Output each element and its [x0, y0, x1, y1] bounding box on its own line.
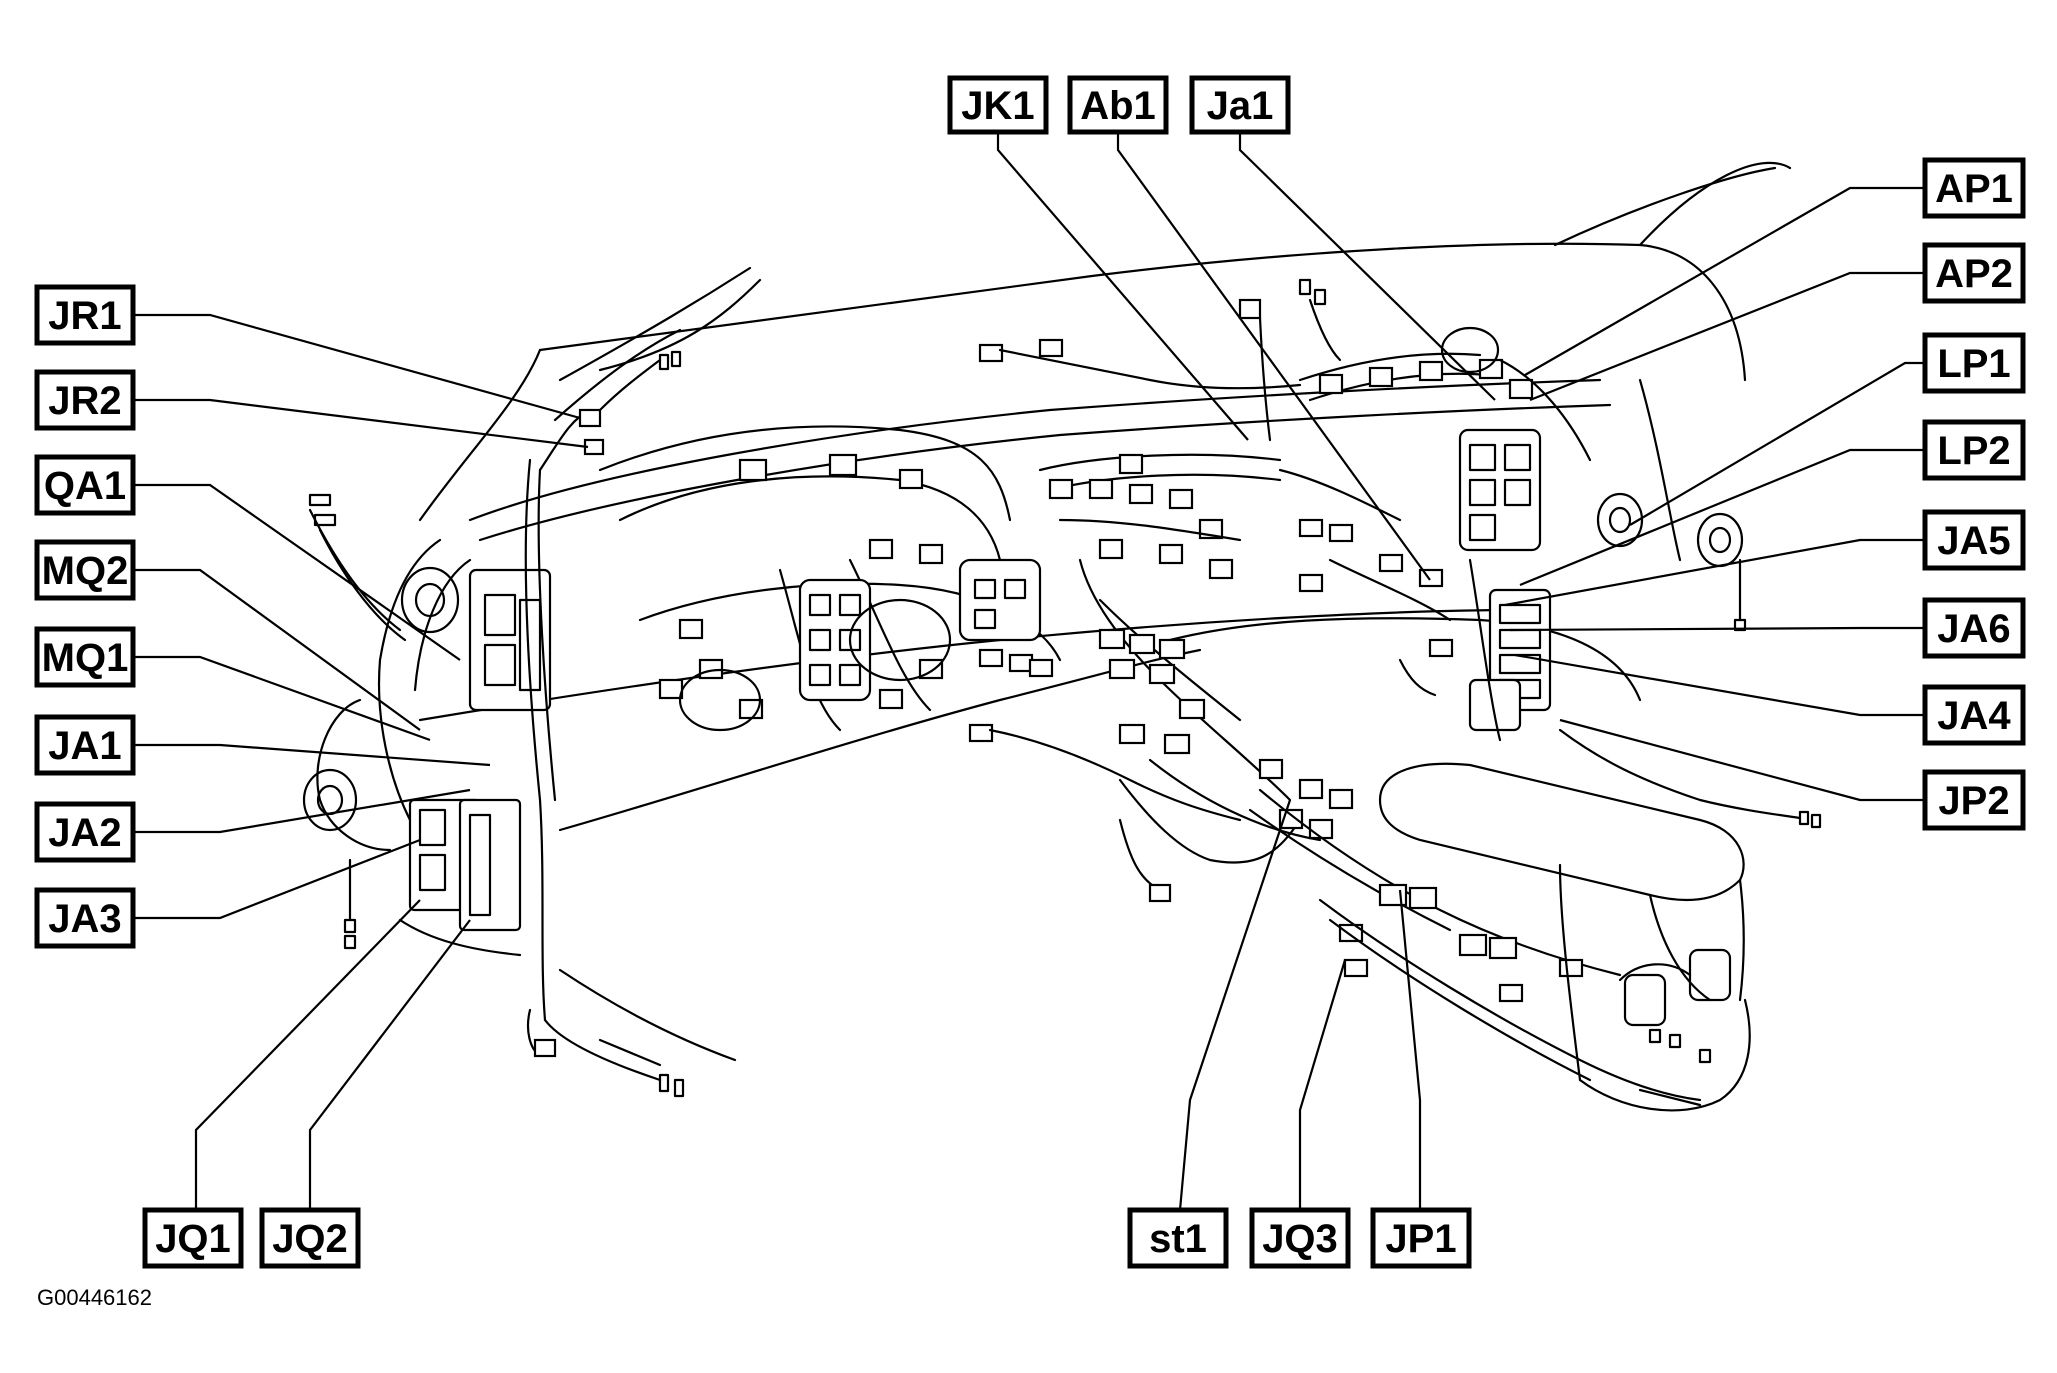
- leader-mq1: [133, 655, 431, 742]
- leader-ja3: [133, 838, 421, 920]
- callout-lp1-label: LP1: [1937, 342, 2010, 386]
- callout-mq2: MQ2: [34, 539, 136, 601]
- callout-ja4-label: JA4: [1937, 694, 2011, 738]
- callout-jp2-label: JP2: [1938, 779, 2009, 823]
- callout-ja2: JA2: [34, 801, 136, 863]
- callout-jr2: JR2: [34, 369, 136, 431]
- callout-mq2-label: MQ2: [42, 549, 129, 593]
- leader-jp2: [1559, 718, 1925, 802]
- leader-jr2: [133, 398, 589, 449]
- callout-jr2-label: JR2: [48, 379, 121, 423]
- callout-ja6: JA6: [1922, 597, 2026, 659]
- leader-jq3: [1298, 959, 1347, 1210]
- callout-ap1: AP1: [1922, 157, 2026, 219]
- leader-ja2: [133, 788, 471, 834]
- leader-jq1: [194, 899, 421, 1210]
- callout-jk1-label: JK1: [961, 84, 1034, 128]
- callout-ja3-label: JA3: [48, 897, 121, 941]
- callout-jk1: JK1: [947, 75, 1049, 135]
- callout-jq1-label: JQ1: [155, 1217, 231, 1261]
- callout-jq1: JQ1: [142, 1207, 244, 1269]
- callout-ja2-label: JA2: [48, 811, 121, 855]
- leader-ap2: [1529, 271, 1925, 402]
- callout-ab1-label: Ab1: [1080, 84, 1156, 128]
- callout-st1-label: st1: [1149, 1217, 1207, 1261]
- callout-ap2: AP2: [1922, 242, 2026, 304]
- callout-labels: JK1 Ab1 Ja1 AP1 AP2 LP1 LP2 JA5: [34, 75, 2026, 1269]
- callout-ab1: Ab1: [1067, 75, 1169, 135]
- callout-ja1-left-label: JA1: [48, 724, 121, 768]
- leader-ja1-left: [133, 743, 491, 767]
- callout-lp2-label: LP2: [1937, 429, 2010, 473]
- callout-jq3-label: JQ3: [1262, 1217, 1338, 1261]
- leader-jr1: [133, 313, 581, 420]
- leader-jq2: [308, 919, 471, 1210]
- callout-jr1-label: JR1: [48, 294, 121, 338]
- callout-st1: st1: [1127, 1207, 1229, 1269]
- callout-ap2-label: AP2: [1935, 252, 2013, 296]
- callout-jp1-label: JP1: [1385, 1217, 1456, 1261]
- figure-id: G00446162: [37, 1285, 152, 1310]
- leader-lp1: [1629, 361, 1925, 526]
- callout-ja4: JA4: [1922, 684, 2026, 746]
- leader-jk1: [996, 124, 1249, 441]
- leader-ja1: [1238, 124, 1496, 401]
- callout-jq2: JQ2: [259, 1207, 361, 1269]
- leader-ap1: [1524, 186, 1925, 376]
- callout-ja5: JA5: [1922, 509, 2026, 571]
- leader-mq2: [133, 568, 421, 731]
- callout-ja1-top-label: Ja1: [1207, 84, 1274, 128]
- callout-qa1: QA1: [34, 454, 136, 516]
- callout-qa1-label: QA1: [44, 464, 126, 508]
- callout-jq2-label: JQ2: [272, 1217, 348, 1261]
- callout-jp1: JP1: [1370, 1207, 1472, 1269]
- leader-lines: [133, 124, 1925, 1211]
- callout-ja6-label: JA6: [1937, 607, 2010, 651]
- leader-ja4: [1514, 653, 1925, 717]
- leader-ja5: [1504, 538, 1925, 607]
- leader-jp1: [1398, 889, 1422, 1210]
- callout-lp1: LP1: [1922, 332, 2026, 394]
- leader-st1: [1178, 799, 1292, 1211]
- callout-mq1: MQ1: [34, 626, 136, 688]
- callout-ap1-label: AP1: [1935, 167, 2013, 211]
- callout-jr1: JR1: [34, 284, 136, 346]
- leader-ja6: [1509, 626, 1925, 632]
- callout-ja1-left: JA1: [34, 714, 136, 776]
- callout-ja3: JA3: [34, 887, 136, 949]
- callout-lp2: LP2: [1922, 419, 2026, 481]
- callout-ja1-top: Ja1: [1189, 75, 1291, 135]
- callout-jq3: JQ3: [1249, 1207, 1351, 1269]
- callout-jp2: JP2: [1922, 769, 2026, 831]
- callout-mq1-label: MQ1: [42, 636, 129, 680]
- callout-ja5-label: JA5: [1937, 519, 2010, 563]
- dashboard-line-art: [302, 161, 1822, 1112]
- leader-qa1: [133, 483, 461, 661]
- leader-lp2: [1519, 448, 1925, 587]
